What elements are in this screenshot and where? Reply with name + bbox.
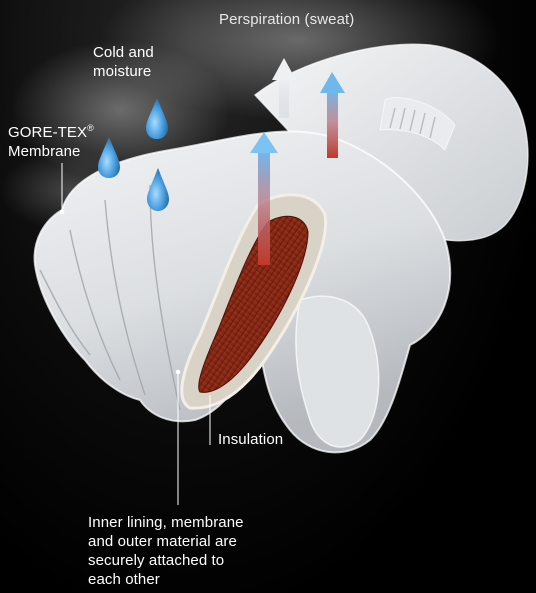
- inner-lining-line: Inner lining, membrane: [88, 513, 288, 532]
- registered-mark: ®: [87, 123, 94, 133]
- arrow-shaft: [258, 150, 270, 265]
- cold-moisture-line: moisture: [93, 62, 154, 81]
- inner-lining-line: each other: [88, 570, 288, 589]
- goretex-membrane-label: GORE-TEX® Membrane: [8, 123, 94, 161]
- inner-lining-label: Inner lining, membrane and outer materia…: [88, 513, 288, 589]
- cold-moisture-label: Cold and moisture: [93, 43, 154, 81]
- arrow-shaft: [327, 90, 338, 158]
- goretex-text: GORE-TEX: [8, 124, 87, 141]
- perspiration-label: Perspiration (sweat): [219, 10, 354, 29]
- arrow-shaft: [279, 78, 289, 118]
- membrane-text: Membrane: [8, 142, 94, 161]
- inner-lining-line: securely attached to: [88, 551, 288, 570]
- inner-lining-line: and outer material are: [88, 532, 288, 551]
- goretex-callout-dot: [60, 210, 64, 214]
- inner-callout-dot: [176, 370, 180, 374]
- cold-moisture-line: Cold and: [93, 43, 154, 62]
- insulation-label: Insulation: [218, 430, 283, 449]
